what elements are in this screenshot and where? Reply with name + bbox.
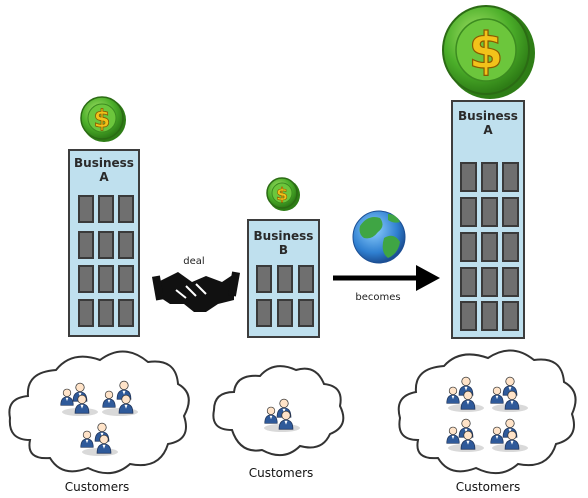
customer-group-icon — [490, 418, 528, 452]
building-label: Business B — [253, 229, 314, 257]
customer-group-icon — [102, 380, 138, 416]
window — [502, 197, 519, 227]
window — [256, 265, 272, 293]
window — [98, 299, 114, 327]
dollar-coin-icon: $ — [442, 5, 535, 99]
window — [502, 232, 519, 262]
window — [118, 265, 134, 293]
window — [502, 267, 519, 297]
window — [118, 231, 134, 259]
customer-group-icon — [264, 398, 300, 432]
customer-group-icon — [446, 376, 484, 412]
window — [481, 162, 498, 192]
window — [256, 299, 272, 327]
dollar-coin-icon: $ — [266, 177, 300, 211]
svg-text:$: $ — [276, 185, 288, 205]
window — [460, 162, 477, 192]
customer-group-icon — [490, 376, 528, 412]
handshake-icon — [151, 271, 241, 312]
customers-label-right: Customers — [455, 480, 521, 494]
window — [277, 299, 293, 327]
building-label: Business A — [458, 109, 518, 137]
customers-label-left: Customers — [64, 480, 130, 494]
window — [298, 299, 314, 327]
building-business-a-right: Business A — [451, 100, 525, 339]
deal-label: deal — [183, 256, 205, 267]
window — [481, 197, 498, 227]
window — [481, 267, 498, 297]
window — [98, 265, 114, 293]
window — [460, 267, 477, 297]
window — [277, 265, 293, 293]
window — [78, 299, 94, 327]
window — [502, 162, 519, 192]
building-business-b: Business B — [247, 219, 320, 338]
building-business-a-left: Business A — [68, 149, 140, 337]
cloud-icon — [397, 349, 577, 475]
window — [78, 265, 94, 293]
dollar-coin-icon: $ — [80, 96, 126, 142]
customer-group-icon — [446, 418, 484, 452]
window — [502, 301, 519, 331]
cloud-icon — [8, 350, 190, 475]
svg-text:$: $ — [94, 105, 111, 133]
customers-label-middle: Customers — [248, 466, 314, 480]
window — [460, 197, 477, 227]
globe-icon — [352, 210, 406, 264]
window — [98, 231, 114, 259]
window — [460, 232, 477, 262]
window — [460, 301, 477, 331]
arrow-right-icon — [333, 265, 440, 291]
window — [481, 301, 498, 331]
customer-group-icon — [60, 382, 98, 416]
window — [481, 232, 498, 262]
window — [78, 231, 94, 259]
window — [118, 299, 134, 327]
window — [98, 195, 114, 223]
window — [118, 195, 134, 223]
window — [298, 265, 314, 293]
window — [78, 195, 94, 223]
building-label: Business A — [74, 156, 134, 184]
customer-group-icon — [80, 422, 118, 456]
becomes-label: becomes — [355, 292, 401, 303]
svg-text:$: $ — [469, 22, 504, 80]
